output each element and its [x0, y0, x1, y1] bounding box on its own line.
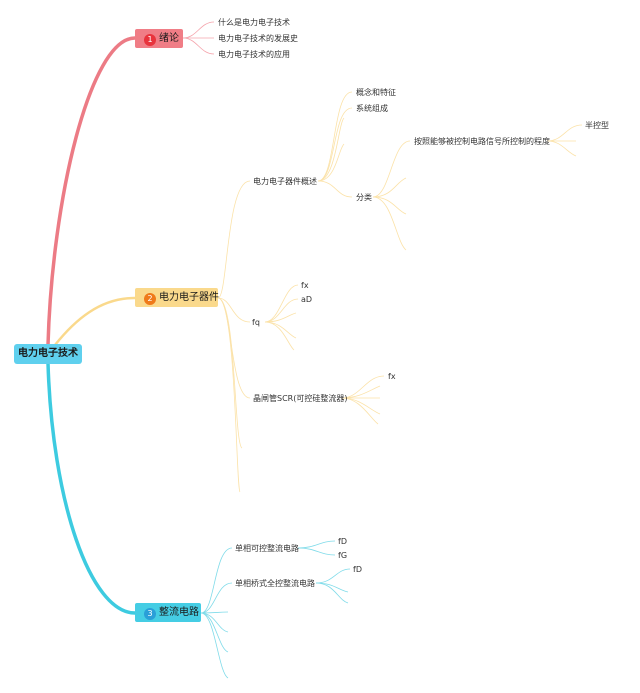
- connector-root-branch1: [46, 36, 136, 346]
- node-fq[interactable]: fq: [252, 318, 260, 327]
- number-badge-1: 1: [144, 34, 156, 46]
- node-classification[interactable]: 分类: [356, 193, 372, 202]
- leaf-scr-fx[interactable]: fx: [388, 372, 396, 381]
- leaf-bridge-fd[interactable]: fD: [353, 565, 362, 574]
- connector-root-branch3: [46, 362, 136, 615]
- leaf-fq-ad[interactable]: aD: [301, 295, 313, 304]
- number-badge-2: 2: [144, 293, 156, 305]
- root-node[interactable]: 电力电子技术: [14, 344, 82, 364]
- connectors-branch2-children: [217, 91, 583, 493]
- leaf-single-fd[interactable]: fD: [338, 537, 347, 546]
- leaf-single-fg[interactable]: fG: [338, 551, 348, 560]
- node-control-degree[interactable]: 按照能够被控制电路信号所控制的程度: [414, 137, 550, 146]
- branch-label-rectifier: 整流电路: [159, 607, 199, 618]
- leaf-system-composition[interactable]: 系统组成: [356, 104, 388, 113]
- node-single-phase-controlled[interactable]: 单相可控整流电路: [235, 544, 299, 553]
- node-single-phase-bridge[interactable]: 单相桥式全控整流电路: [235, 579, 315, 588]
- number-badge-3: 3: [144, 608, 156, 620]
- node-device-overview[interactable]: 电力电子器件概述: [253, 177, 317, 186]
- leaf-semi-controlled[interactable]: 半控型: [585, 121, 609, 130]
- connectors-branch1-children: [182, 21, 215, 55]
- leaf-what-is-pe[interactable]: 什么是电力电子技术: [218, 18, 290, 27]
- leaf-history[interactable]: 电力电子技术的发展史: [218, 34, 298, 43]
- node-thyristor-scr[interactable]: 晶闸管SCR(可控硅整流器): [253, 394, 348, 403]
- leaf-fq-fx[interactable]: fx: [301, 281, 309, 290]
- branch-label-devices: 电力电子器件: [159, 292, 219, 303]
- connector-root-branch2: [54, 296, 136, 346]
- branch-label-introduction: 绪论: [159, 33, 179, 44]
- connectors-branch3-children: [200, 540, 351, 679]
- leaf-concept-features[interactable]: 概念和特征: [356, 88, 396, 97]
- leaf-applications[interactable]: 电力电子技术的应用: [218, 50, 290, 59]
